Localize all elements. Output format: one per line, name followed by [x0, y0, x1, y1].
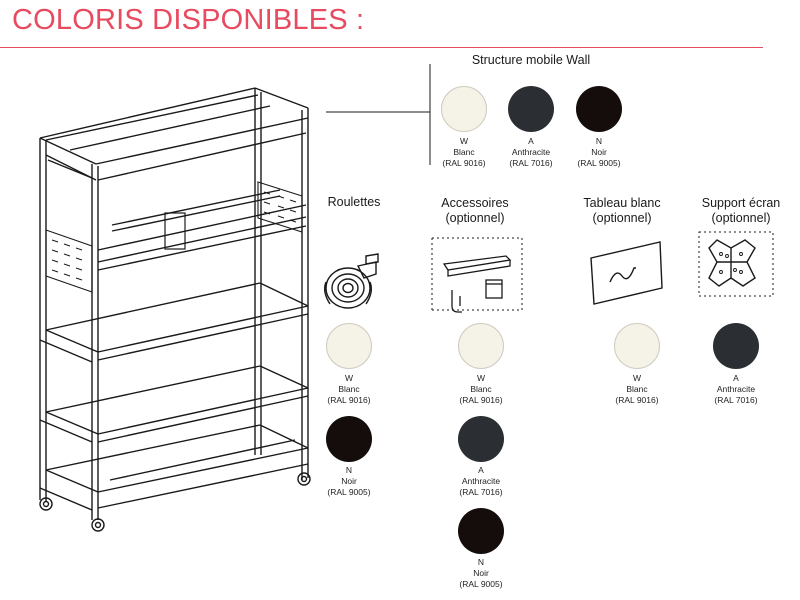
- swatch-roulettes-blanc: [326, 323, 372, 369]
- swatch-structure-anthracite-label: A Anthracite (RAL 7016): [509, 136, 553, 168]
- swatch-roulettes-noir: [326, 416, 372, 462]
- swatch-roulettes-blanc-label: W Blanc (RAL 9016): [327, 373, 371, 405]
- roulettes-label: Roulettes: [327, 195, 381, 209]
- swatch-support-anthracite: [713, 323, 759, 369]
- screen-mount-illustration: [698, 231, 774, 297]
- swatch-accessoires-noir: [458, 508, 504, 554]
- swatch-accessoires-blanc-label: W Blanc (RAL 9016): [459, 373, 503, 405]
- swatch-structure-blanc: [441, 86, 487, 132]
- support-label: Support écran (optionnel): [701, 196, 781, 225]
- swatch-tableau-blanc-label: W Blanc (RAL 9016): [615, 373, 659, 405]
- swatch-accessoires-anthracite-label: A Anthracite (RAL 7016): [459, 465, 503, 497]
- page-title: COLORIS DISPONIBLES :: [12, 4, 365, 36]
- tableau-label: Tableau blanc (optionnel): [583, 196, 661, 225]
- title-divider: [0, 47, 763, 48]
- structure-label: Structure mobile Wall: [471, 53, 591, 67]
- swatch-structure-noir: [576, 86, 622, 132]
- accessories-illustration: [431, 237, 523, 313]
- swatch-roulettes-noir-label: N Noir (RAL 9005): [327, 465, 371, 497]
- whiteboard-illustration: [590, 241, 663, 305]
- swatch-structure-anthracite: [508, 86, 554, 132]
- accessoires-label: Accessoires (optionnel): [441, 196, 509, 225]
- caster-wheel-illustration: [323, 253, 379, 309]
- swatch-structure-noir-label: N Noir (RAL 9005): [577, 136, 621, 168]
- swatch-accessoires-anthracite: [458, 416, 504, 462]
- swatch-accessoires-noir-label: N Noir (RAL 9005): [459, 557, 503, 589]
- swatch-accessoires-blanc: [458, 323, 504, 369]
- swatch-support-anthracite-label: A Anthracite (RAL 7016): [714, 373, 758, 405]
- swatch-tableau-blanc: [614, 323, 660, 369]
- swatch-structure-blanc-label: W Blanc (RAL 9016): [442, 136, 486, 168]
